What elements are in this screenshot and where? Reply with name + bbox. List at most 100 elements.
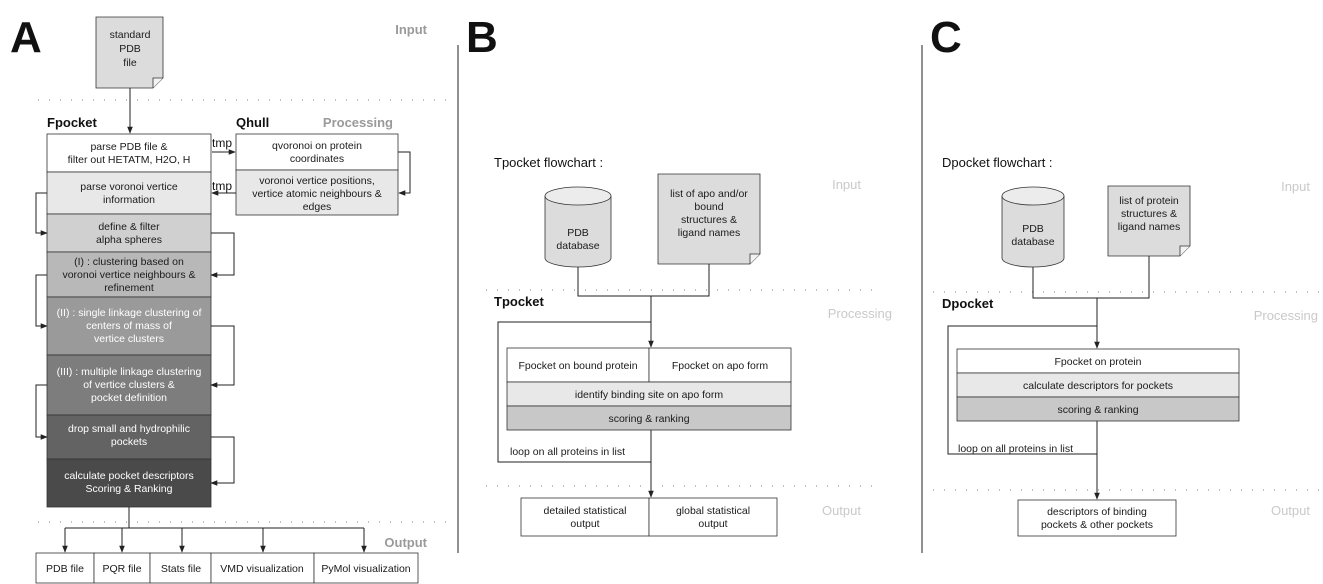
step-parse-voronoi: [46, 171, 212, 215]
output-files: PDB file PQR file Stats file VMD visuali…: [35, 552, 419, 584]
pdb-database-b-line-1: PDB: [567, 227, 589, 239]
step-clustering-2-line-3: vertice clusters: [94, 333, 164, 345]
output-stage-label-a: Output: [384, 535, 427, 550]
step-parse-voronoi-line-1: parse voronoi vertice: [80, 181, 178, 193]
output-detailed-line-2: output: [570, 518, 599, 530]
step-alpha-spheres-line-2: alpha spheres: [96, 234, 162, 246]
step-scoring-c-label: scoring & ranking: [1057, 404, 1138, 416]
output-connectors-a: [62, 507, 367, 553]
qhull-step-1-line-1: qvoronoi on protein: [272, 140, 362, 152]
step-fpocket-protein-label: Fpocket on protein: [1055, 356, 1142, 368]
step-identify-site-label: identify binding site on apo form: [575, 389, 724, 401]
step-clustering-3-line-2: of vertice clusters &: [83, 379, 175, 391]
output-pymol: [313, 552, 419, 584]
step-scoring-b: [506, 405, 792, 431]
step-identify-site: [506, 381, 792, 407]
step-parse-pdb-line-2: filter out HETATM, H2O, H: [68, 154, 191, 166]
input-stage-label-a: Input: [395, 22, 427, 37]
input-stage-label-b: Input: [832, 177, 861, 192]
output-pdb-file-label: PDB file: [46, 563, 84, 575]
loop-label-c: loop on all proteins in list: [958, 443, 1073, 455]
step-alpha-spheres: [46, 213, 212, 253]
input-list-b: list of apo and/or bound structures & li…: [657, 173, 761, 265]
output-global-line-1: global statistical: [676, 505, 750, 517]
qhull-step-2-line-3: edges: [303, 201, 332, 213]
output-stage-label-b: Output: [822, 503, 861, 518]
input-list-b-line-4: ligand names: [678, 227, 740, 239]
step-drop-pockets-line-2: pockets: [111, 436, 147, 448]
tpocket-flowchart-title: Tpocket flowchart :: [494, 155, 603, 170]
output-descriptors-line-1: descriptors of binding: [1047, 506, 1147, 518]
input-file-line-2: PDB: [119, 43, 141, 55]
output-stage-label-c: Output: [1271, 503, 1310, 518]
dpocket-steps: Fpocket on protein calculate descriptors…: [956, 348, 1240, 422]
pdb-database-b-line-2: database: [556, 240, 599, 252]
dpocket-flowchart-title: Dpocket flowchart :: [942, 155, 1053, 170]
output-global: [648, 497, 778, 537]
pdb-database-c-line-1: PDB: [1022, 223, 1044, 235]
processing-stage-label-b: Processing: [828, 306, 892, 321]
step-fpocket-apo: [648, 347, 792, 383]
input-file-line-3: file: [123, 57, 137, 69]
input-list-b-line-1: list of apo and/or: [670, 188, 748, 200]
step-fpocket-protein: [956, 348, 1240, 374]
step-parse-pdb-line-1: parse PDB file &: [90, 141, 167, 153]
output-vmd: [210, 552, 315, 584]
qhull-step-1-line-2: coordinates: [290, 153, 344, 165]
output-descriptors: [1017, 499, 1177, 537]
processing-stage-label-c: Processing: [1254, 308, 1318, 323]
step-clustering-1-line-1: (I) : clustering based on: [74, 256, 184, 268]
fpocket-title: Fpocket: [47, 115, 98, 130]
fpocket-steps: parse PDB file & filter out HETATM, H2O,…: [46, 133, 212, 508]
step-clustering-3-line-1: (III) : multiple linkage clustering: [57, 366, 202, 378]
input-list-b-line-3: structures &: [681, 214, 737, 226]
panel-letter-a: A: [10, 13, 42, 62]
panel-letter-c: C: [930, 13, 962, 62]
step-parse-pdb: [46, 133, 212, 173]
step-descriptors-line-2: Scoring & Ranking: [86, 483, 173, 495]
tmp-label-2: tmp: [212, 179, 232, 193]
input-list-c-line-1: list of protein: [1119, 195, 1179, 207]
panel-letter-b: B: [466, 13, 498, 62]
input-file-line-1: standard: [110, 29, 151, 41]
step-clustering-2-line-1: (II) : single linkage clustering of: [57, 307, 202, 319]
output-detailed-line-1: detailed statistical: [544, 505, 627, 517]
qhull-title: Qhull: [236, 115, 269, 130]
step-fpocket-bound-label: Fpocket on bound protein: [518, 360, 637, 372]
step-descriptors-line-1: calculate pocket descriptors: [64, 470, 194, 482]
loop-label-b: loop on all proteins in list: [510, 446, 625, 458]
tmp-label-1: tmp: [212, 136, 232, 150]
panel-b: B Tpocket flowchart : Input PDB database…: [466, 13, 892, 537]
qhull-step-qvoronoi: [235, 133, 399, 171]
tpocket-outputs: detailed statistical output global stati…: [520, 497, 778, 537]
input-list-c-line-3: ligand names: [1118, 221, 1180, 233]
step-clustering-2-line-2: centers of mass of: [86, 320, 172, 332]
input-list-b-line-2: bound: [694, 201, 723, 213]
step-clustering-2: [46, 296, 212, 356]
qhull-step-2-line-2: vertice atomic neighbours &: [252, 188, 382, 200]
pdb-database-c-line-2: database: [1011, 236, 1054, 248]
panel-c: C Dpocket flowchart : Input PDB database…: [930, 13, 1322, 537]
step-clustering-1-line-3: refinement: [104, 282, 154, 294]
step-parse-voronoi-line-2: information: [103, 194, 155, 206]
tpocket-steps: Fpocket on bound protein Fpocket on apo …: [506, 347, 792, 431]
dpocket-output: descriptors of binding pockets & other p…: [1017, 499, 1177, 537]
output-global-line-2: output: [698, 518, 727, 530]
output-stats-file: [149, 552, 212, 584]
input-list-c: list of protein structures & ligand name…: [1107, 185, 1191, 257]
step-clustering-3-line-3: pocket definition: [91, 392, 167, 404]
step-drop-pockets-line-1: drop small and hydrophilic: [68, 423, 190, 435]
step-clustering-1-line-2: voronoi vertice neighbours &: [62, 269, 195, 281]
dpocket-title: Dpocket: [942, 296, 994, 311]
output-pqr-file-label: PQR file: [102, 563, 141, 575]
panel-a: A Input standard PDB file Fpocket Qhull …: [10, 13, 448, 584]
input-list-c-line-2: structures &: [1121, 208, 1177, 220]
output-descriptors-line-2: pockets & other pockets: [1041, 519, 1153, 531]
step-calc-descriptors-label: calculate descriptors for pockets: [1023, 380, 1173, 392]
step-scoring-c: [956, 396, 1240, 422]
input-merge-c: [1032, 256, 1150, 299]
input-file-doc: standard PDB file: [95, 16, 164, 89]
step-scoring-b-label: scoring & ranking: [608, 413, 689, 425]
input-merge-b: [577, 264, 710, 297]
